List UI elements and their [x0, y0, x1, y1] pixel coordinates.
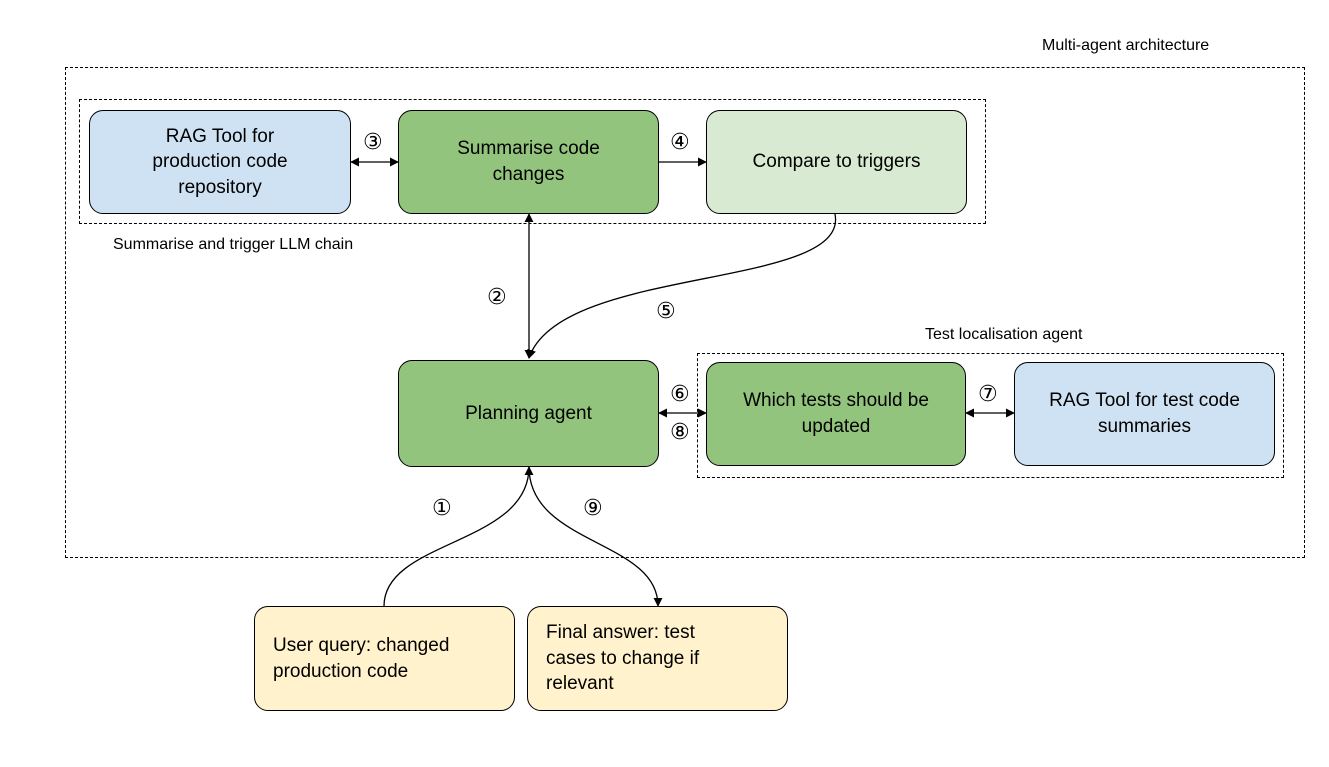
multi-agent-architecture-group [65, 67, 1305, 558]
step-2-marker: ② [487, 285, 507, 310]
step-5-marker: ⑤ [656, 299, 676, 324]
step-1-marker: ① [432, 496, 452, 521]
step-3-marker: ③ [363, 130, 383, 155]
planning-agent-node: Planning agent [398, 360, 659, 467]
step-7-marker: ⑦ [978, 382, 998, 407]
edge-compare-planning [527, 213, 836, 359]
step-9-marker: ⑨ [583, 496, 603, 521]
user-query-node: User query: changed production code [254, 606, 515, 711]
which-tests-node: Which tests should be updated [706, 362, 966, 466]
test-localisation-label: Test localisation agent [925, 326, 1083, 343]
rag-production-code-node: RAG Tool for production code repository [89, 110, 351, 214]
edge-user-planning [383, 466, 534, 607]
rag-test-code-node: RAG Tool for test code summaries [1014, 362, 1275, 466]
multi-agent-architecture-label: Multi-agent architecture [1042, 37, 1210, 54]
edge-planning-final [528, 466, 663, 607]
summarise-trigger-chain-label: Summarise and trigger LLM chain [113, 236, 354, 253]
final-answer-node: Final answer: test cases to change if re… [527, 606, 788, 711]
step-8-marker: ⑧ [670, 420, 690, 445]
summarise-code-changes-node: Summarise code changes [398, 110, 659, 214]
compare-to-triggers-node: Compare to triggers [706, 110, 967, 214]
step-6-marker: ⑥ [670, 382, 690, 407]
step-4-marker: ④ [670, 130, 690, 155]
